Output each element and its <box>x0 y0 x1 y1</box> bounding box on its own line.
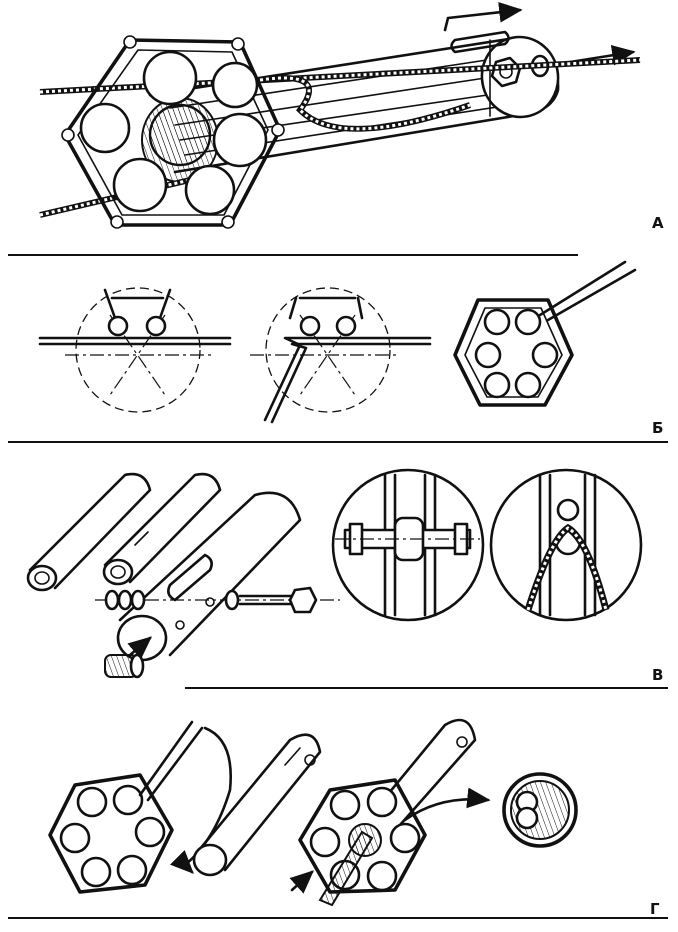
panel-v-label: В <box>652 666 663 684</box>
panel-b-label: Б <box>652 419 663 437</box>
panel-v: В <box>26 468 663 684</box>
assembled-hexagon-on-tube <box>289 718 491 907</box>
panel-g-label: Г <box>650 900 660 918</box>
cross-section-circle <box>502 772 578 848</box>
hexagon-with-wire-ends <box>48 720 232 894</box>
spacer-sleeve <box>104 653 145 679</box>
tube-for-assembly <box>192 733 322 877</box>
bending-step-1 <box>38 287 232 413</box>
panel-g: Г <box>48 718 660 918</box>
tube-with-slot <box>116 491 302 662</box>
detail-circle-rope <box>489 468 643 622</box>
tube-drilled <box>102 472 222 586</box>
hexagon-loop-frame <box>61 35 285 229</box>
washers-and-nut <box>95 586 340 614</box>
panel-a-label: А <box>652 214 664 232</box>
panel-a: А <box>39 1 664 232</box>
tube-plain <box>26 472 152 592</box>
bending-step-2 <box>250 287 432 424</box>
bending-step-3-hexagon <box>453 260 637 407</box>
tube-slot <box>450 30 510 54</box>
detail-circle-bolt <box>331 468 485 622</box>
panel-b: Б <box>38 260 663 437</box>
pull-arrow-top <box>443 1 523 32</box>
